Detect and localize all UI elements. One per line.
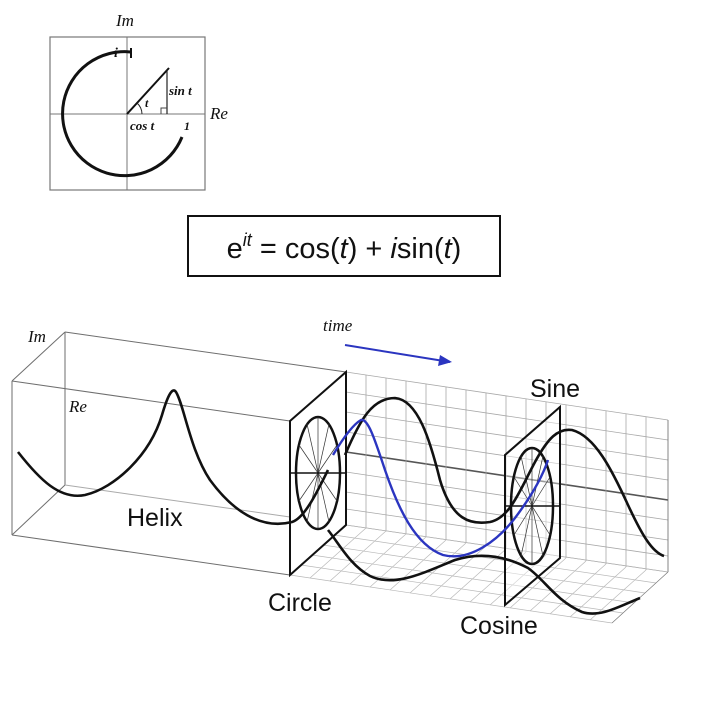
helix-curve [16, 389, 330, 525]
angle-arc [136, 102, 143, 115]
projected-helix-blue [331, 418, 550, 558]
time-arrow [344, 344, 452, 366]
helix-box [11, 331, 347, 576]
radius-line [126, 67, 170, 115]
circle-label: Circle [268, 589, 332, 617]
sine-label: Sine [530, 375, 580, 403]
euler-formula-box: eit = cos(t) + isin(t) [187, 215, 501, 277]
euler-formula: eit = cos(t) + isin(t) [227, 230, 462, 265]
second-circle-panel [504, 404, 561, 608]
helix-diagram: Im Re time Helix Circle Sine Cosine [11, 316, 669, 640]
label-i: i [114, 46, 118, 61]
cosine-label: Cosine [460, 612, 538, 640]
inset-axis-im-label: Im [115, 11, 134, 30]
diagram-axis-re-label: Re [68, 397, 87, 416]
label-one: 1 [184, 119, 190, 133]
label-angle-t: t [145, 96, 149, 110]
helix-label: Helix [127, 504, 183, 532]
cosine-grid [289, 524, 669, 624]
time-label: time [323, 316, 353, 335]
diagram-axis-im-label: Im [27, 327, 46, 346]
circle-panel [289, 369, 347, 578]
cosine-curve [326, 529, 641, 615]
sine-curve [343, 396, 665, 558]
unit-circle [61, 50, 184, 178]
label-cos-t: cos t [130, 118, 155, 133]
right-angle-mark [160, 107, 167, 114]
formula-frame [187, 215, 501, 277]
inset-axis-re-label: Re [209, 104, 228, 123]
label-sin-t: sin t [168, 83, 192, 98]
unit-circle-inset: Im Re i t sin t cos t 1 [49, 11, 228, 191]
